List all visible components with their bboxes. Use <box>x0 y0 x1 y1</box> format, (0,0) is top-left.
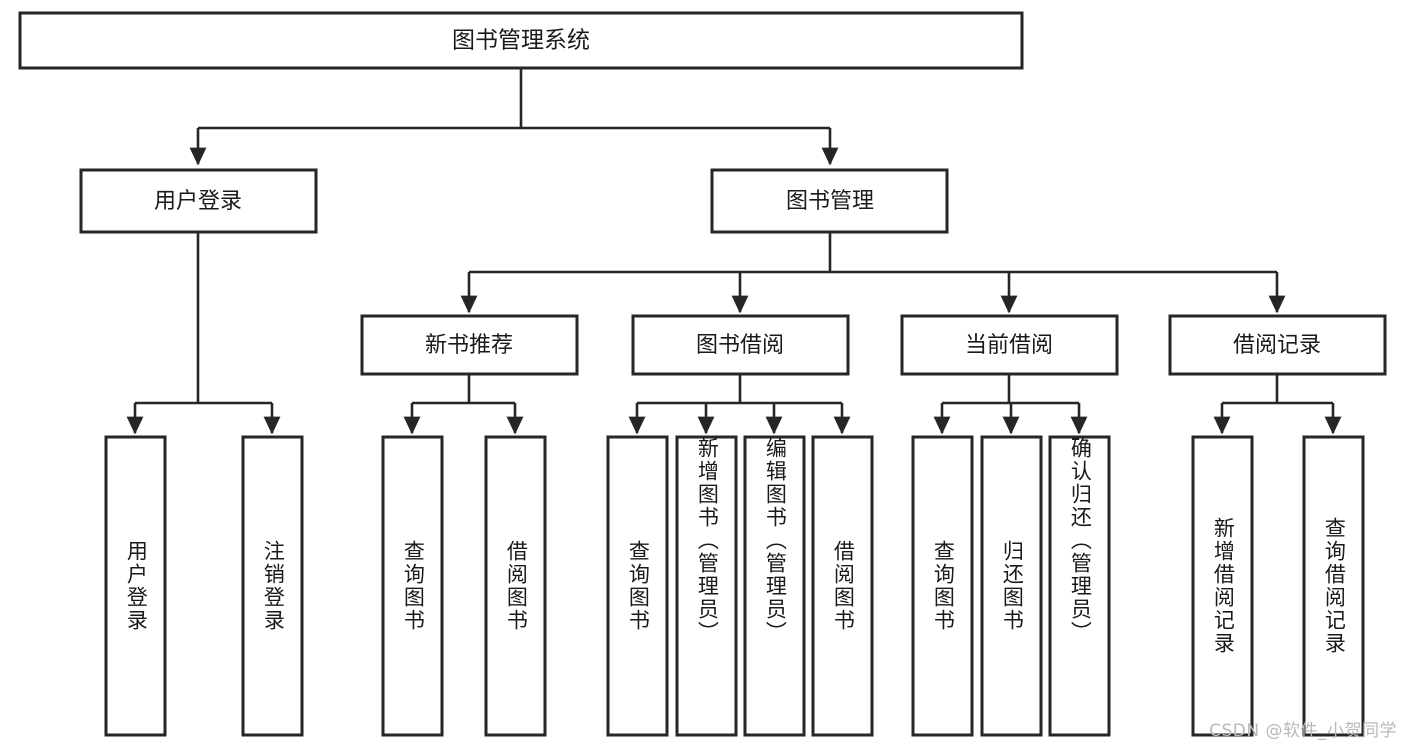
leaf-box-new-book-0[interactable] <box>381 435 444 737</box>
leaf-box-user-login-1[interactable] <box>241 435 304 737</box>
node-root[interactable]: 图书管理系统 <box>18 11 1024 70</box>
csdn-watermark: CSDN @软件_小贺同学 <box>1209 721 1397 741</box>
leaf-box-book-borrow-3[interactable] <box>811 435 874 737</box>
node-user-login[interactable]: 用户登录 <box>79 168 318 234</box>
leaf-box-book-borrow-2[interactable] <box>743 435 806 737</box>
node-borrow-record-label: 借阅记录 <box>1233 333 1321 358</box>
node-borrow-record[interactable]: 借阅记录 <box>1168 314 1387 376</box>
node-new-book-recommend[interactable]: 新书推荐 <box>360 314 579 376</box>
leaf-box-current-borrow-0[interactable] <box>911 435 974 737</box>
leaf-box-user-login-0[interactable] <box>104 435 167 737</box>
leaf-box-new-book-1[interactable] <box>484 435 547 737</box>
node-book-manage[interactable]: 图书管理 <box>710 168 949 234</box>
node-new-book-recommend-label: 新书推荐 <box>425 333 513 358</box>
node-current-borrow[interactable]: 当前借阅 <box>900 314 1119 376</box>
node-current-borrow-label: 当前借阅 <box>965 333 1053 358</box>
leaf-box-book-borrow-1[interactable] <box>675 435 738 737</box>
node-book-manage-label: 图书管理 <box>786 189 874 214</box>
leaf-box-borrow-record-0[interactable] <box>1191 435 1254 737</box>
node-user-login-label: 用户登录 <box>154 189 242 214</box>
leaf-box-book-borrow-0[interactable] <box>606 435 669 737</box>
leaf-box-borrow-record-1[interactable] <box>1302 435 1365 737</box>
node-root-label: 图书管理系统 <box>452 28 590 54</box>
leaf-box-current-borrow-2[interactable] <box>1048 435 1111 737</box>
node-book-borrow[interactable]: 图书借阅 <box>631 314 850 376</box>
node-book-borrow-label: 图书借阅 <box>696 333 784 358</box>
leaf-box-current-borrow-1[interactable] <box>980 435 1043 737</box>
